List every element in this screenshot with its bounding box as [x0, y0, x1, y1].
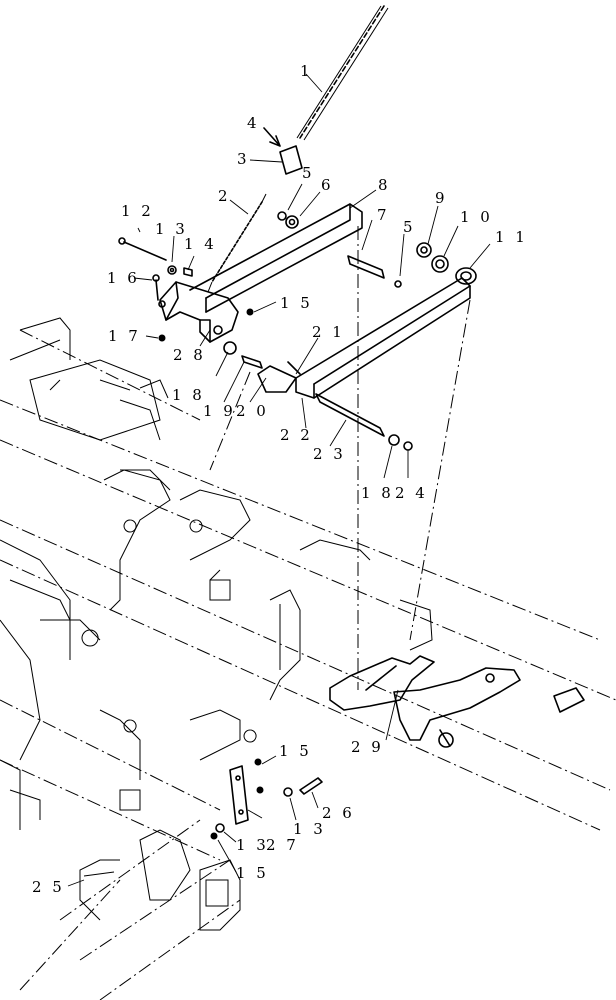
pin-part-19 [241, 355, 263, 369]
callout-15-lower: 1 5 [236, 864, 269, 882]
callout-29: 2 9 [351, 738, 384, 756]
callout-13-mid: 1 3 [293, 820, 326, 838]
lower-arm-part [295, 267, 477, 399]
callout-2: 2 [218, 187, 231, 205]
arrow-mark-part-4 [263, 127, 281, 147]
callout-8: 8 [378, 176, 391, 194]
callout-1: 1 [300, 62, 313, 80]
bracket-part [158, 281, 239, 343]
callout-15-upper: 1 5 [280, 294, 313, 312]
callout-18-right: 1 8 [361, 484, 394, 502]
latch-part [257, 361, 301, 393]
callout-14: 1 4 [184, 235, 217, 253]
callout-19: 1 9 [203, 402, 236, 420]
upper-arm-part [189, 203, 363, 313]
callout-13-lower: 1 3 [236, 836, 269, 854]
callout-12: 1 2 [121, 202, 154, 220]
callout-23: 2 3 [313, 445, 346, 463]
callout-4: 4 [247, 114, 260, 132]
callout-9: 9 [435, 189, 448, 207]
callout-24: 2 4 [395, 484, 428, 502]
callout-18-left: 1 8 [172, 386, 205, 404]
alignment-lines [209, 226, 471, 690]
spring-part [207, 193, 267, 293]
callout-28: 2 8 [173, 346, 206, 364]
callout-7: 7 [377, 206, 390, 224]
washers-9-10 [416, 242, 449, 273]
callout-26: 2 6 [322, 804, 355, 822]
sleeve-part [279, 145, 303, 175]
hitch-plates [103, 469, 301, 701]
callout-16: 1 6 [107, 269, 140, 287]
callout-25: 2 5 [32, 878, 65, 896]
frame-details-lower [0, 709, 257, 931]
callout-3: 3 [237, 150, 250, 168]
callout-17: 1 7 [108, 327, 141, 345]
callout-11: 1 1 [495, 228, 528, 246]
callout-6: 6 [321, 176, 334, 194]
chain-part [296, 5, 389, 141]
pin-part-7 [347, 255, 402, 288]
callout-22: 2 2 [280, 426, 313, 444]
lever-bracket-part-29 [209, 539, 585, 748]
shaft-part-23 [315, 393, 413, 451]
callout-labels: 1 4 3 2 5 6 8 7 5 9 1 0 1 1 1 2 1 3 1 4 … [32, 62, 528, 896]
frame-details-left [0, 317, 169, 820]
fasteners-upper-left [118, 237, 254, 355]
callout-13-upper: 1 3 [155, 220, 188, 238]
callout-5-right: 5 [403, 218, 416, 236]
callout-21: 2 1 [312, 323, 345, 341]
callout-5-upper: 5 [302, 164, 315, 182]
callout-15-mid: 1 5 [279, 742, 312, 760]
plate-part-27 [210, 758, 323, 840]
callout-20: 2 0 [236, 402, 269, 420]
callout-27: 2 7 [266, 836, 299, 854]
leader-lines [67, 73, 491, 887]
callout-10: 1 0 [460, 208, 493, 226]
washers-upper [277, 211, 299, 229]
